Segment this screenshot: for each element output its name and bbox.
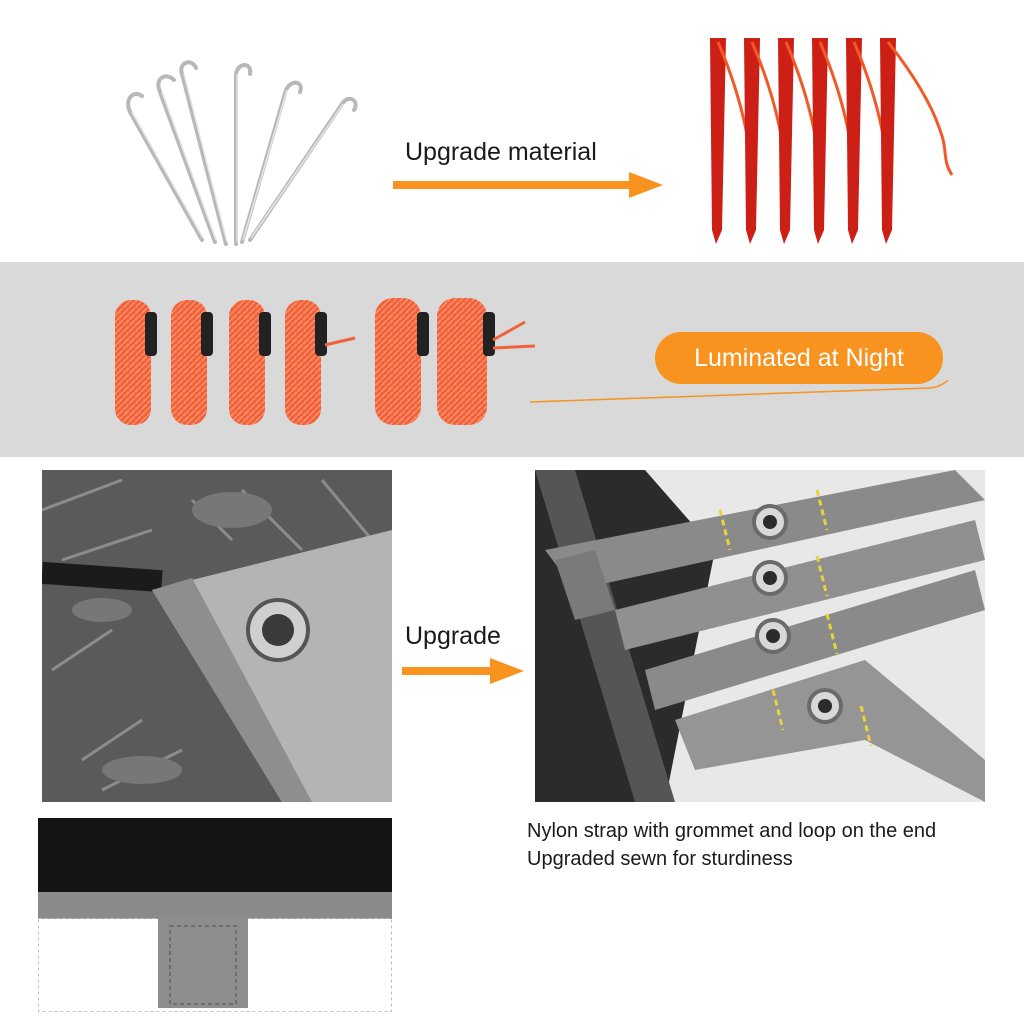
metal-stake: [240, 80, 303, 244]
old-grommet-photo: [42, 470, 392, 802]
metal-stakes-image: [126, 60, 358, 246]
right-arrow-icon: [393, 172, 663, 198]
strap: [615, 520, 985, 650]
rope-bundle: [171, 300, 213, 425]
rope-bundle: [285, 300, 356, 425]
nylon-straps-photo: [535, 470, 985, 802]
guy-ropes-image: [115, 298, 536, 425]
pointer-line: [530, 380, 949, 403]
metal-stake: [234, 63, 253, 246]
rope-bundle: [115, 300, 157, 425]
rope-bundle: [437, 298, 536, 425]
metal-stake: [126, 92, 204, 242]
rope-bundle: [375, 298, 429, 425]
caption-line-1: Nylon strap with grommet and loop on the…: [527, 820, 937, 842]
upgrade-label: Upgrade: [405, 622, 501, 650]
strap: [675, 660, 985, 802]
upgrade-material-label: Upgrade material: [405, 138, 597, 166]
metal-stake: [179, 60, 228, 246]
tarp-loop: [158, 916, 248, 1008]
rope-bundle: [229, 300, 271, 425]
red-stakes-image: [710, 38, 954, 244]
tarp-edge-loop-photo: [38, 818, 392, 1012]
strap: [545, 470, 985, 590]
red-stake: [880, 38, 954, 244]
luminated-at-night-badge: Luminated at Night: [655, 332, 943, 384]
metal-stake: [248, 96, 358, 242]
strap: [555, 550, 615, 620]
metal-stake: [156, 74, 217, 244]
strap: [645, 570, 985, 710]
caption-line-2: Upgraded sewn for sturdiness: [527, 848, 793, 870]
right-arrow-icon: [402, 658, 524, 684]
